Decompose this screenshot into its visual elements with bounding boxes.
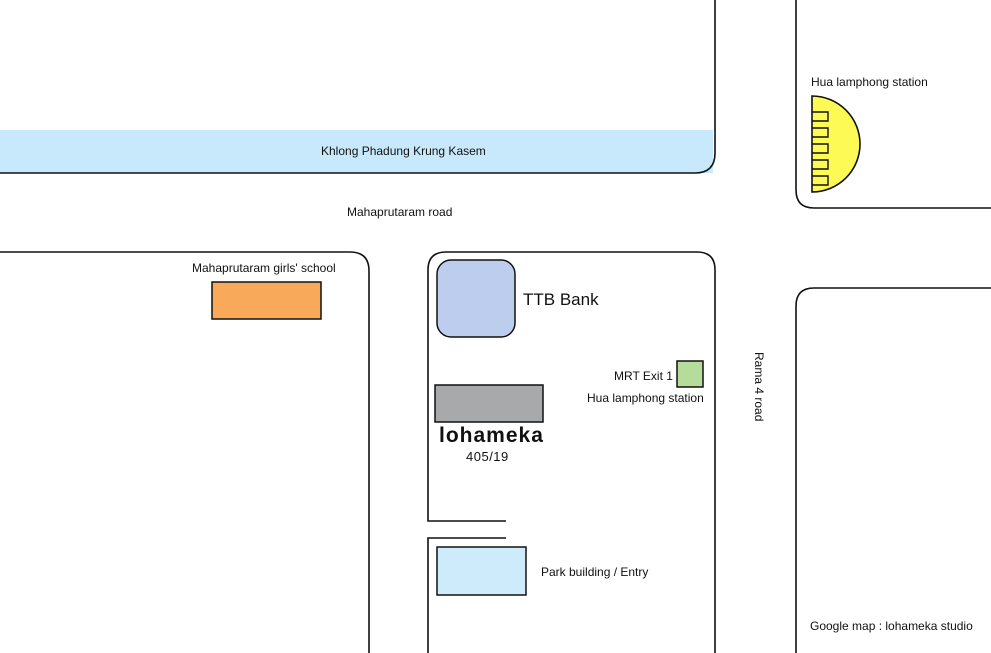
block-top-right (795, 0, 991, 209)
rama4-road-label: Rama 4 road (752, 352, 766, 422)
school-building (211, 281, 322, 320)
station-top-label: Hua lamphong station (811, 75, 928, 89)
block-center-lower (427, 537, 506, 653)
mrt-exit-marker (676, 360, 704, 388)
mahaprutaram-road-label: Mahaprutaram road (347, 205, 453, 219)
block-top-left (0, 0, 716, 174)
bank-building (436, 259, 516, 338)
studio-name: lohameka (439, 424, 544, 447)
studio-address: 405/19 (466, 449, 509, 464)
mrt-station-label: Hua lamphong station (587, 391, 704, 405)
block-middle-left (0, 251, 370, 653)
park-building (436, 546, 527, 596)
bank-label: TTB Bank (523, 290, 599, 309)
google-map-link[interactable]: Google map : lohameka studio (810, 619, 973, 633)
park-building-label: Park building / Entry (541, 565, 649, 579)
canal-khlong-phadung (0, 130, 713, 173)
block-right (795, 287, 991, 653)
mrt-exit-label: MRT Exit 1 (614, 369, 673, 383)
school-label: Mahaprutaram girls' school (192, 261, 336, 275)
block-center-upper (427, 251, 716, 653)
metro-station-icon (811, 95, 861, 193)
studio-building (434, 384, 544, 423)
canal-label: Khlong Phadung Krung Kasem (321, 144, 486, 158)
